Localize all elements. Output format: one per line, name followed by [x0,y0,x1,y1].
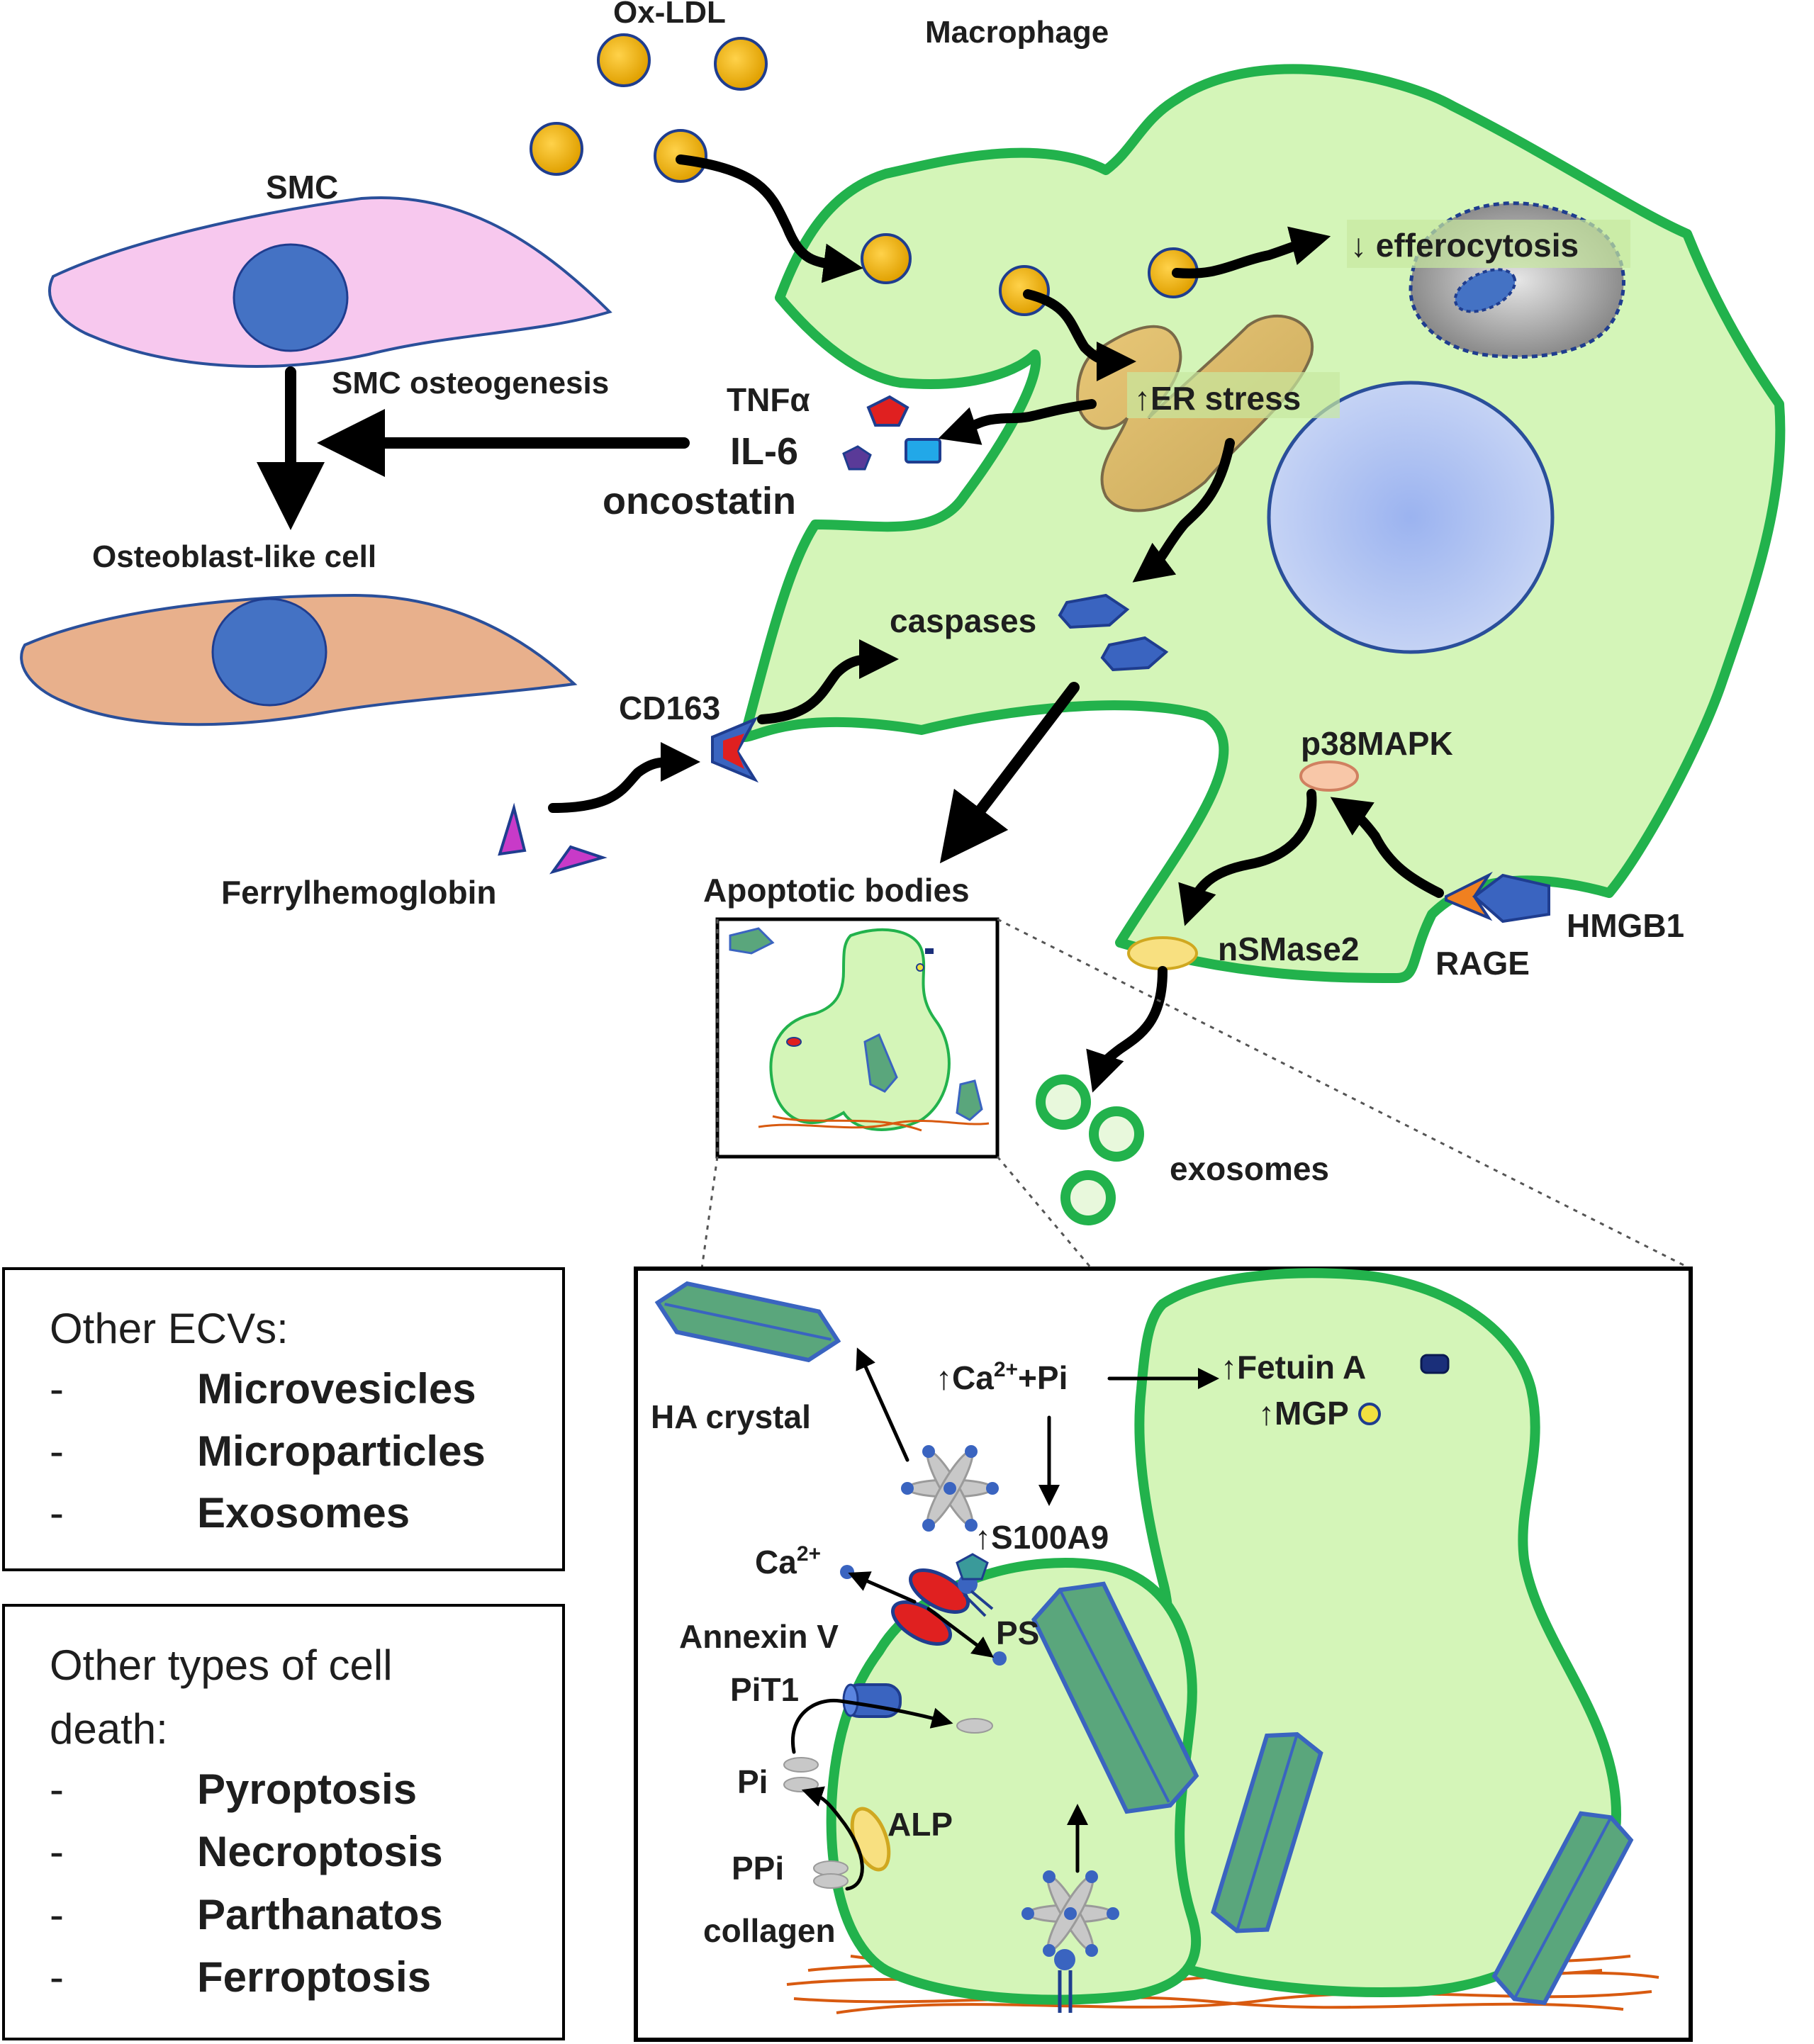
label-caspases: caspases [890,602,1036,639]
inset-label-pi: Pi [737,1763,768,1800]
pi-molecule [956,1718,993,1734]
label-ferrylhemoglobin: Ferrylhemoglobin [221,874,496,911]
death-item-dash: - [50,1765,64,1813]
inset-label-ppi: PPi [732,1850,784,1887]
label-cd163: CD163 [619,690,720,726]
pi-molecule [783,1777,819,1792]
hmgb1-molecule [1472,873,1550,923]
exosome-vesicles [1036,1074,1144,1225]
inset-label-alp: ALP [888,1806,953,1843]
other-ecvs-box: Other ECVs: - Microvesicles - Microparti… [2,1267,565,1571]
pit1-transporter [842,1683,902,1718]
ha-crystal-right [1491,1811,1634,2006]
ecv-item-dash: - [50,1427,64,1475]
inset-arrows [791,1347,1219,1891]
p38mapk-shape [1299,760,1359,792]
death-item-dash: - [50,1891,64,1938]
smc-cell [48,196,612,368]
label-rage: RAGE [1435,945,1530,982]
inset-label-fetuin-a: ↑Fetuin A [1221,1349,1366,1386]
label-exosomes: exosomes [1170,1150,1329,1187]
label-oncostatin: oncostatin [603,480,796,522]
cytokine-shapes [842,395,941,471]
inset-label-mgp: ↑MGP [1258,1395,1349,1432]
annexin-v-ps [891,1553,994,1646]
zoom-guide-lines [700,918,1691,1270]
macrophage-cell [739,64,1786,983]
label-apoptotic-bodies: Apoptotic bodies [703,872,970,909]
ca-ion [840,1565,854,1579]
fetuin-a-shape [1420,1354,1450,1374]
pathway-arrows [548,155,1444,1093]
arrow-to-apoptotic-bodies [939,682,1080,864]
s100a9-complex-bottom [1021,1870,1119,1957]
inset-label-pit1: PiT1 [730,1671,799,1708]
ecv-item-microparticles: Microparticles [197,1427,486,1475]
caspase-shapes [1058,593,1169,672]
rage-receptor [1445,871,1493,921]
death-box-title-line2: death: [50,1705,168,1753]
label-macrophage: Macrophage [925,15,1109,50]
death-item-dash: - [50,1828,64,1875]
pi-molecule [783,1757,819,1773]
label-hmgb1: HMGB1 [1567,907,1684,944]
ecv-item-dash: - [50,1489,64,1537]
inset-label-annexin-v: Annexin V [679,1618,839,1655]
label-p38mapk: p38MAPK [1301,725,1453,762]
inset-label-s100a9: ↑S100A9 [975,1519,1109,1556]
label-il6: IL-6 [730,430,798,473]
ha-crystal-top [654,1281,841,1363]
other-cell-death-box: Other types of cell death: - Pyroptosis … [2,1604,565,2040]
death-item-pyroptosis: Pyroptosis [197,1765,417,1813]
ps-lipid-bottom [1054,1949,1075,2013]
death-box-title-line1: Other types of cell [50,1641,393,1689]
label-efferocytosis: ↓ efferocytosis [1350,227,1579,264]
efferocytosis-highlight [1347,220,1630,268]
death-item-parthanatos: Parthanatos [197,1891,443,1938]
death-item-dash: - [50,1953,64,2001]
inset-label-ha-crystal: HA crystal [651,1398,811,1435]
ecv-item-dash: - [50,1365,64,1413]
ha-crystal-inner [1031,1581,1199,1814]
osteoblast-like-cell [20,593,578,726]
label-smc: SMC [266,169,338,206]
inset-label-collagen: collagen [703,1912,836,1949]
inset-label-ca-pi: ↑Ca2++Pi [936,1358,1068,1396]
label-tnfa: TNFα [727,381,810,418]
macrophage-nucleus [1267,381,1555,654]
label-er-stress: ↑ER stress [1134,380,1301,417]
label-osteoblast-like-cell: Osteoblast-like cell [92,539,376,574]
label-ox-ldl: Ox-LDL [613,0,726,30]
nsmase2-shape [1127,936,1198,970]
inset-label-ps: PS [996,1615,1039,1651]
inset-label-ca-ion: Ca2+ [755,1542,821,1580]
ecv-item-microvesicles: Microvesicles [197,1365,476,1413]
cd163-receptor [711,716,759,783]
calcification-inset: HA crystal ↑Ca2++Pi ↑Fetuin A ↑MGP ↑S100… [634,1267,1693,2042]
ecv-item-exosomes: Exosomes [197,1489,410,1537]
death-item-necroptosis: Necroptosis [197,1828,443,1875]
er-stress-highlight [1127,372,1340,418]
ecv-box-title: Other ECVs: [50,1305,289,1352]
ppi-molecule [813,1873,849,1889]
ha-crystal-middle [1211,1732,1323,1933]
ca-ion [992,1651,1007,1666]
death-item-ferroptosis: Ferroptosis [197,1953,431,2001]
mgp-shape [1358,1403,1381,1425]
label-smc-osteogenesis: SMC osteogenesis [332,366,609,400]
label-nsmase2: nSMase2 [1218,931,1359,967]
s100a9-complex-top [901,1445,999,1532]
apoptotic-bodies-thumbnail [715,917,1000,1159]
ferrylhemoglobin-molecules [498,802,608,875]
